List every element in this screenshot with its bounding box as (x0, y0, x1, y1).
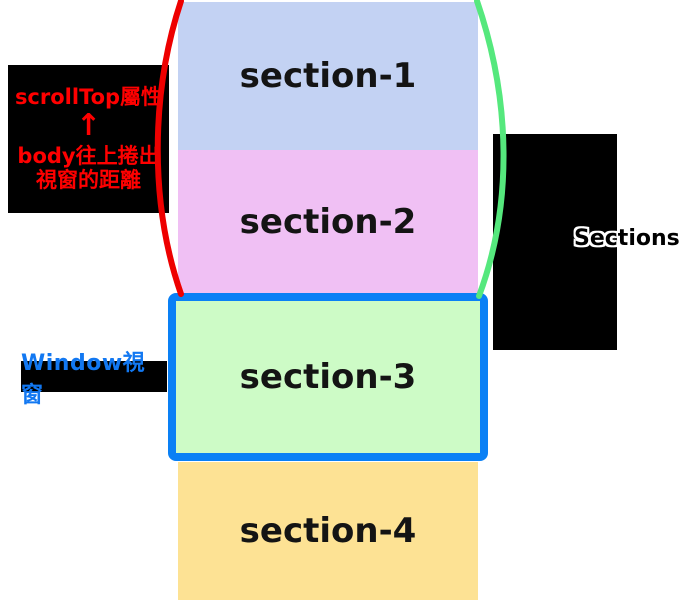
sections-callout-label: Sections (574, 226, 680, 251)
scrolltop-callout-line2: body往上捲出 (17, 144, 160, 169)
sections-callout-box (493, 134, 617, 350)
section-4-label: section-4 (239, 511, 417, 551)
scrolltop-callout-box: scrollTop屬性 ↑ body往上捲出 視窗的距離 (8, 65, 169, 213)
section-2-block: section-2 (178, 150, 478, 293)
section-4-block: section-4 (178, 462, 478, 600)
window-callout-box: Window視窗 (21, 351, 167, 408)
section-3-label: section-3 (239, 357, 417, 397)
section-2-label: section-2 (239, 201, 417, 242)
scrolltop-callout-line1: scrollTop屬性 (14, 84, 163, 109)
section-1-label: section-1 (239, 56, 417, 96)
window-viewport-box: section-3 (168, 293, 488, 461)
section-1-block: section-1 (178, 2, 478, 150)
up-arrow-icon: ↑ (75, 108, 102, 144)
scrolltop-callout-line3: 視窗的距離 (36, 167, 141, 192)
window-callout-label: Window視窗 (21, 350, 146, 408)
